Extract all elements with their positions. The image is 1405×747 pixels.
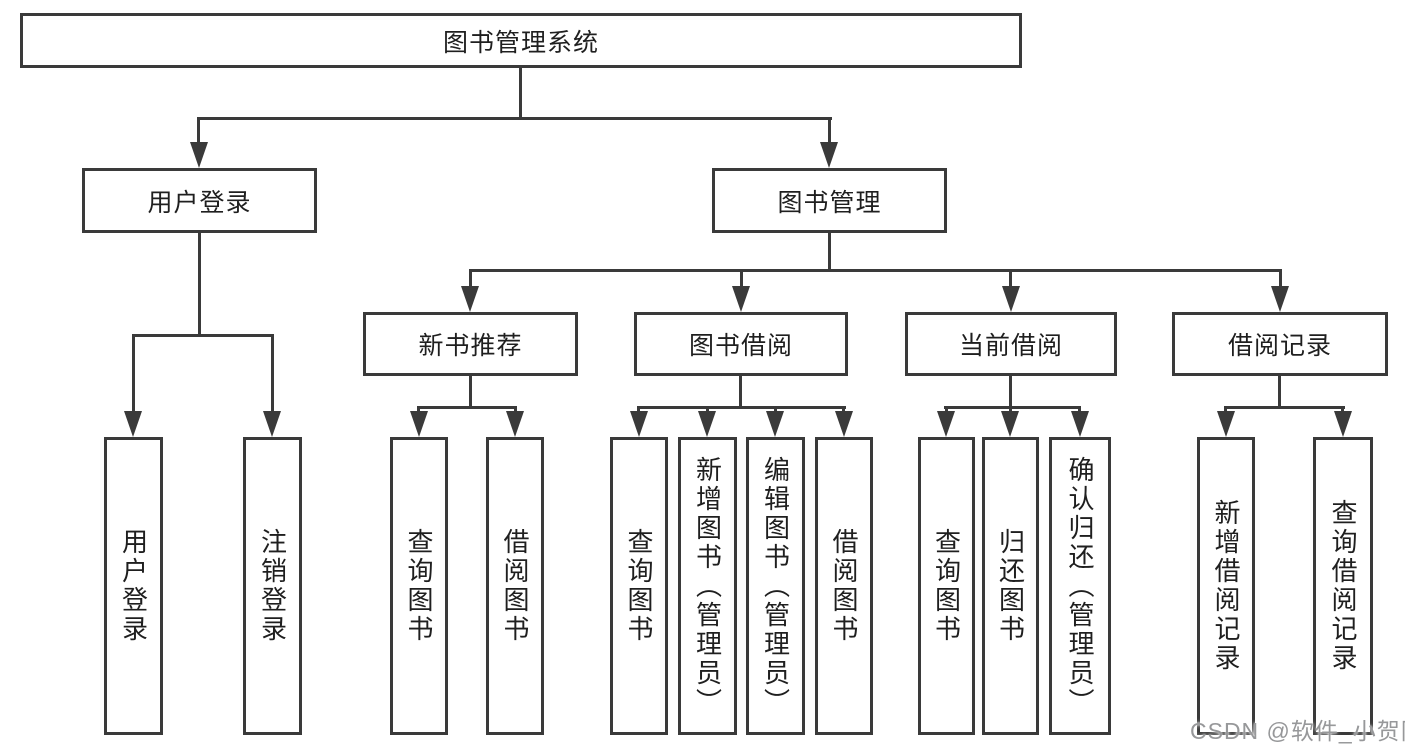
node-book-borrowing: 图书借阅 (634, 312, 848, 376)
connector-line-horizontal (944, 406, 1081, 409)
node-user-login: 用户登录 (82, 168, 317, 233)
connector-line-horizontal (1224, 406, 1345, 409)
leaf-bb-edit-books-admin: 编辑图书（管理员） (746, 437, 805, 735)
leaf-user-login: 用户登录 (104, 437, 163, 735)
arrowhead-down-icon (1002, 286, 1020, 312)
arrowhead-down-icon (1001, 411, 1019, 437)
node-current-borrowing: 当前借阅 (905, 312, 1117, 376)
connector-line-vertical (1009, 269, 1012, 291)
arrowhead-down-icon (1271, 286, 1289, 312)
connector-line-vertical (1279, 269, 1282, 291)
leaf-logout: 注销登录 (243, 437, 302, 735)
node-borrowing-records-label: 借阅记录 (1227, 332, 1332, 360)
arrowhead-down-icon (766, 411, 784, 437)
connector-line-vertical (1009, 374, 1012, 408)
arrowhead-down-icon (190, 142, 208, 168)
connector-line-vertical (271, 334, 274, 416)
connector-line-vertical (828, 117, 831, 149)
leaf-bb-borrow-books: 借阅图书 (815, 437, 873, 735)
connector-line-vertical (469, 374, 472, 408)
arrowhead-down-icon (835, 411, 853, 437)
arrowhead-down-icon (937, 411, 955, 437)
connector-line-vertical (197, 117, 200, 149)
leaf-cb-return-books-label: 归还图书 (995, 528, 1026, 644)
node-borrowing-records: 借阅记录 (1172, 312, 1388, 376)
arrowhead-down-icon (410, 411, 428, 437)
connector-line-vertical (198, 231, 201, 336)
leaf-bb-query-books-label: 查询图书 (624, 528, 654, 644)
node-library-management-system: 图书管理系统 (20, 13, 1022, 68)
leaf-bb-add-books-admin-label: 新增图书（管理员） (692, 455, 723, 717)
leaf-nbr-query-books: 查询图书 (390, 437, 448, 735)
connector-line-vertical (469, 269, 472, 291)
leaf-cb-return-books: 归还图书 (982, 437, 1039, 735)
connector-line-horizontal (637, 406, 846, 409)
arrowhead-down-icon (698, 411, 716, 437)
arrowhead-down-icon (1071, 411, 1089, 437)
leaf-logout-label: 注销登录 (257, 528, 288, 644)
node-library-management-system-label: 图书管理系统 (442, 28, 599, 57)
connector-line-vertical (739, 374, 742, 408)
arrowhead-down-icon (820, 142, 838, 168)
leaf-bb-add-books-admin: 新增图书（管理员） (678, 437, 737, 735)
leaf-br-query-borrow-record: 查询借阅记录 (1313, 437, 1373, 735)
node-new-book-recommendation-label: 新书推荐 (418, 332, 523, 360)
connector-line-horizontal (469, 269, 1282, 272)
connector-line-vertical (828, 231, 831, 271)
leaf-bb-borrow-books-label: 借阅图书 (829, 528, 859, 644)
connector-line-vertical (519, 66, 522, 120)
leaf-bb-query-books: 查询图书 (610, 437, 668, 735)
leaf-user-login-label: 用户登录 (118, 528, 149, 644)
connector-line-horizontal (132, 334, 274, 337)
leaf-nbr-borrow-books: 借阅图书 (486, 437, 544, 735)
connector-line-horizontal (197, 117, 832, 120)
arrowhead-down-icon (630, 411, 648, 437)
node-book-borrowing-label: 图书借阅 (688, 332, 793, 360)
arrowhead-down-icon (263, 411, 281, 437)
arrowhead-down-icon (732, 286, 750, 312)
arrowhead-down-icon (506, 411, 524, 437)
leaf-nbr-query-books-label: 查询图书 (404, 528, 434, 644)
leaf-cb-query-books: 查询图书 (918, 437, 975, 735)
connector-line-vertical (740, 269, 743, 291)
connector-line-vertical (132, 334, 135, 416)
arrowhead-down-icon (1334, 411, 1352, 437)
leaf-br-add-borrow-record: 新增借阅记录 (1197, 437, 1255, 735)
connector-line-horizontal (417, 406, 517, 409)
node-current-borrowing-label: 当前借阅 (958, 332, 1063, 360)
leaf-cb-confirm-return-admin-label: 确认归还（管理员） (1065, 455, 1095, 717)
arrowhead-down-icon (1217, 411, 1235, 437)
csdn-watermark: CSDN @软件_小贺同学 (1190, 718, 1405, 744)
leaf-nbr-borrow-books-label: 借阅图书 (500, 528, 530, 644)
node-book-management: 图书管理 (712, 168, 947, 233)
node-new-book-recommendation: 新书推荐 (363, 312, 578, 376)
node-user-login-label: 用户登录 (147, 188, 252, 217)
leaf-br-query-borrow-record-label: 查询借阅记录 (1328, 499, 1358, 673)
leaf-cb-query-books-label: 查询图书 (931, 528, 962, 644)
connector-line-vertical (1278, 374, 1281, 408)
arrowhead-down-icon (124, 411, 142, 437)
leaf-cb-confirm-return-admin: 确认归还（管理员） (1049, 437, 1111, 735)
leaf-bb-edit-books-admin-label: 编辑图书（管理员） (760, 455, 791, 717)
node-book-management-label: 图书管理 (777, 188, 882, 217)
arrowhead-down-icon (461, 286, 479, 312)
leaf-br-add-borrow-record-label: 新增借阅记录 (1211, 499, 1241, 673)
